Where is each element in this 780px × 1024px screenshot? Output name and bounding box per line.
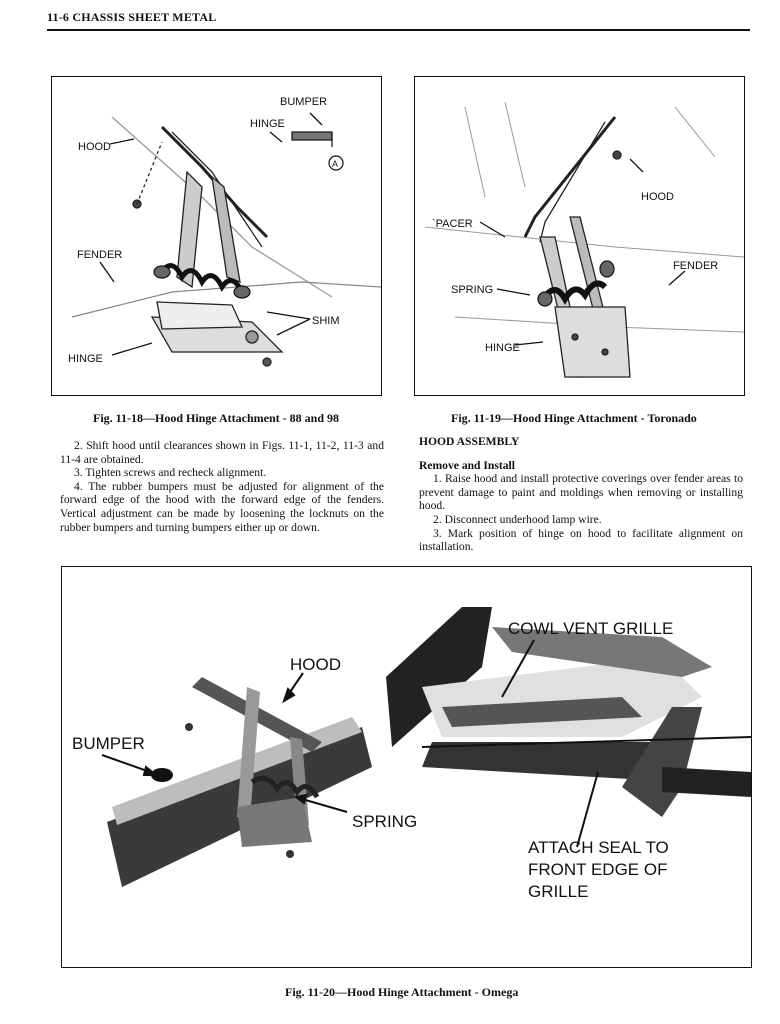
caption-fig-11-20: Fig. 11-20—Hood Hinge Attachment - Omega [285, 985, 519, 999]
right-text-column: HOOD ASSEMBLY Remove and Install 1. Rais… [419, 435, 743, 554]
paragraph-step-3: 3. Tighten screws and recheck alignment. [74, 466, 267, 480]
figure-11-19: HOOD `PACER FENDER SPRING HINGE [414, 76, 745, 396]
label-attach-line-3: GRILLE [528, 882, 588, 901]
section-heading: HOOD ASSEMBLY [419, 435, 520, 448]
label-bumper: BUMPER [280, 96, 327, 108]
label-hood: HOOD [290, 655, 341, 674]
label-spring: SPRING [352, 812, 417, 831]
label-shim: SHIM [312, 315, 340, 327]
label-hood: HOOD [78, 141, 111, 153]
label-spring: SPRING [451, 284, 493, 296]
hinge-illustration-omega: HOOD BUMPER SPRING COWL VENT GRILLE ATTA… [72, 607, 751, 901]
figure-11-18: A BUMPER HINGE HOOD FENDER SHIM HINGE [51, 76, 382, 396]
paragraph-step-1: 1. Raise hood and install protective cov… [419, 472, 743, 513]
hinge-illustration-88-98: A BUMPER HINGE HOOD FENDER SHIM HINGE [68, 96, 381, 367]
label-attach-line-2: FRONT EDGE OF [528, 860, 667, 879]
label-bumper: BUMPER [72, 734, 145, 753]
label-cowl-vent-grille: COWL VENT GRILLE [508, 619, 673, 638]
label-spacer: `PACER [432, 218, 473, 230]
label-hinge-bottom: HINGE [68, 353, 103, 365]
caption-fig-11-18: Fig. 11-18—Hood Hinge Attachment - 88 an… [93, 411, 340, 425]
paragraph-step-4: 4. The rubber bumpers must be adjusted f… [60, 479, 384, 534]
view-a-marker: A [332, 159, 338, 169]
hinge-illustration-toronado: HOOD `PACER FENDER SPRING HINGE [424, 101, 744, 378]
paragraph-step-2: 2. Disconnect underhood lamp wire. [433, 512, 602, 526]
label-hinge-top: HINGE [250, 118, 285, 130]
label-hood: HOOD [641, 191, 674, 203]
caption-fig-11-19: Fig. 11-19—Hood Hinge Attachment - Toron… [451, 411, 697, 425]
subsection-heading: Remove and Install [419, 458, 515, 472]
label-fender: FENDER [77, 249, 122, 261]
label-fender: FENDER [673, 260, 718, 272]
figure-11-20: HOOD BUMPER SPRING COWL VENT GRILLE ATTA… [61, 566, 752, 968]
left-text-column: 2. Shift hood until clearances shown in … [60, 439, 384, 534]
label-attach-line-1: ATTACH SEAL TO [528, 838, 669, 857]
label-hinge: HINGE [485, 342, 520, 354]
header-rule [47, 29, 750, 31]
page-header: 11-6 CHASSIS SHEET METAL [47, 10, 217, 24]
paragraph-step-2: 2. Shift hood until clearances shown in … [60, 439, 384, 466]
paragraph-step-3: 3. Mark position of hinge on hood to fac… [419, 526, 743, 554]
